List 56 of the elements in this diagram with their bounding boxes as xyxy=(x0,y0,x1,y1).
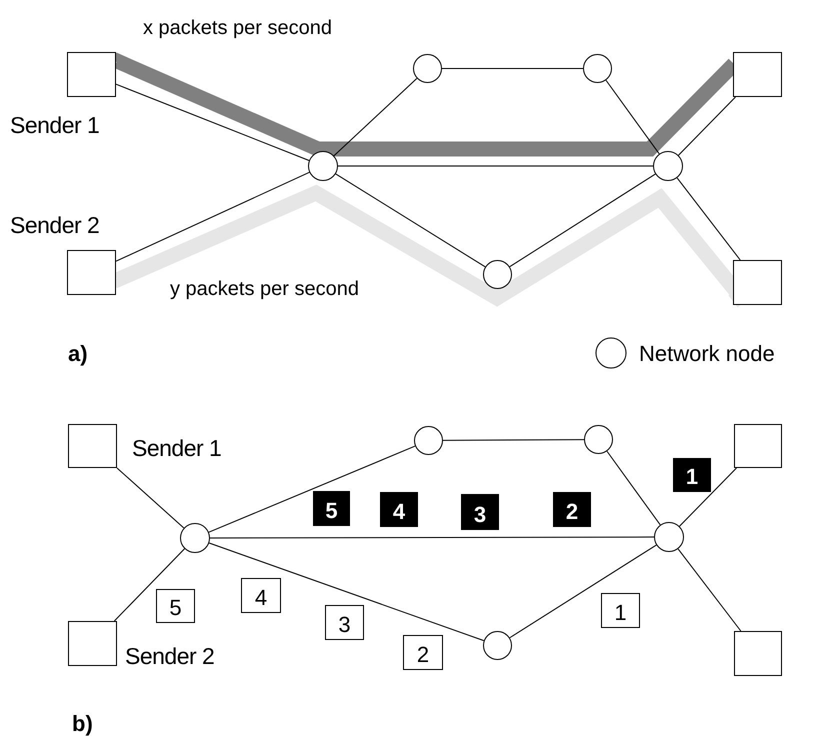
connector-line xyxy=(335,173,486,268)
packet-box: 4 xyxy=(380,492,418,527)
network-node-circle xyxy=(413,54,442,83)
network-node-circle xyxy=(414,426,443,455)
packet-box: 2 xyxy=(403,635,443,670)
connector-line xyxy=(210,536,654,538)
network-node-circle xyxy=(654,522,684,552)
packet-box: 3 xyxy=(325,605,364,640)
network-node-circle xyxy=(483,260,512,289)
flow-label: x packets per second xyxy=(143,18,332,38)
connector-line xyxy=(333,78,418,156)
terminal-square xyxy=(733,52,782,97)
panel-label: a) xyxy=(68,343,88,365)
packet-box: 4 xyxy=(241,578,281,613)
connector-line xyxy=(116,84,310,161)
connector-line xyxy=(442,439,584,441)
connector-line xyxy=(678,548,742,632)
terminal-square xyxy=(734,631,782,676)
terminal-square xyxy=(67,52,116,97)
packet-box: 5 xyxy=(313,491,350,526)
connector-line xyxy=(116,468,184,528)
network-node-circle xyxy=(180,523,210,553)
network-node-circle xyxy=(584,425,613,454)
terminal-square xyxy=(68,424,117,468)
sender-label: Sender 2 xyxy=(10,214,100,237)
flow-label: y packets per second xyxy=(170,279,359,299)
connector-line xyxy=(208,446,416,533)
terminal-square xyxy=(68,621,117,666)
connector-line xyxy=(679,468,737,527)
packet-box: 3 xyxy=(461,494,499,530)
connector-line xyxy=(509,174,656,268)
sender-label: Sender 1 xyxy=(10,114,100,137)
legend-label: Network node xyxy=(639,343,775,365)
terminal-square xyxy=(733,260,782,305)
packet-box: 1 xyxy=(673,458,711,492)
network-node-circle xyxy=(308,151,338,181)
terminal-square xyxy=(67,250,116,295)
connector-line xyxy=(116,172,310,262)
connector-line xyxy=(606,450,661,526)
network-node-circle xyxy=(483,631,512,660)
sender-label: Sender 2 xyxy=(125,645,214,668)
connector-line xyxy=(114,548,186,622)
network-node-circle xyxy=(653,151,683,181)
terminal-square xyxy=(734,424,782,468)
packet-box: 1 xyxy=(601,593,640,628)
connector-line xyxy=(509,544,657,638)
connector-line xyxy=(678,96,736,156)
panel-label: b) xyxy=(72,713,93,735)
connector-line xyxy=(676,177,741,260)
connector-line xyxy=(208,542,484,642)
sender-label: Sender 1 xyxy=(132,437,222,460)
connector-line xyxy=(442,68,584,69)
packet-box: 5 xyxy=(156,589,195,623)
connector-line xyxy=(606,80,660,154)
packet-box: 2 xyxy=(553,492,591,527)
network-node-circle xyxy=(583,54,612,83)
